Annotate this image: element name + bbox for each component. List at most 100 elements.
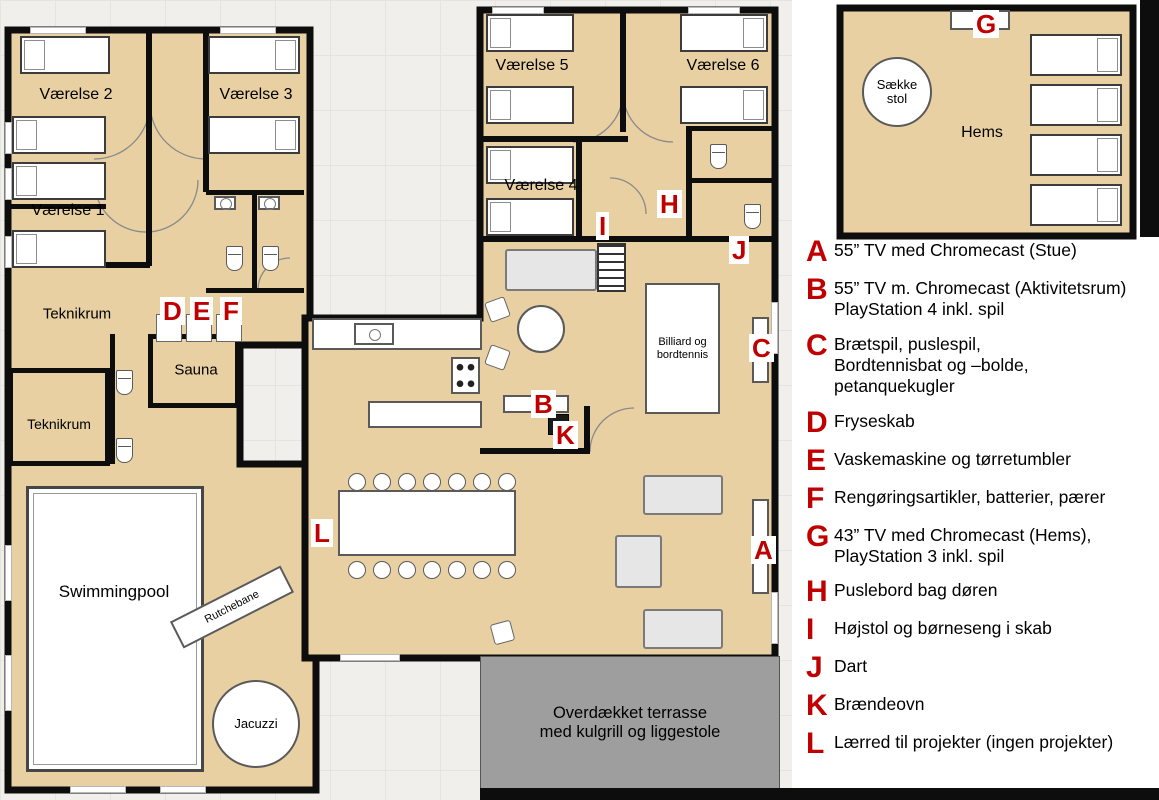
marker-b: B [531,390,556,418]
jacuzzi: Jacuzzi [212,680,300,768]
window [5,655,12,711]
legend-item-d: D Fryseskab [806,405,1159,439]
wall [110,334,115,464]
bed [1030,84,1122,126]
bed [1030,134,1122,176]
room-label: Værelse 1 [31,201,105,219]
legend-text: Dart [834,656,868,677]
sofa [643,609,723,649]
room-label: Teknikrum [27,415,91,432]
window [340,654,400,661]
door-arc [589,407,635,453]
legend-letter: L [806,727,825,761]
window [688,7,740,14]
bed [12,162,106,200]
wall [483,236,773,242]
bed [680,14,768,52]
marker-e: E [190,297,214,325]
legend-letter: A [806,235,828,268]
legend-text: Brætspil, puslespil,Bordtennisbat og –bo… [834,333,1029,397]
kitchen-stove [451,357,480,394]
dining-chair [348,561,366,579]
door-arc [145,179,199,233]
dining-chair [423,473,441,491]
wall [620,10,626,132]
sauna-room [148,334,240,408]
marker-j: J [729,236,750,264]
terrace-line1: Overdækket terrasse [552,704,708,722]
window [5,168,12,200]
wall [146,30,152,266]
dining-chair [398,473,416,491]
legend-text: Puslebord bag døren [834,580,998,601]
dining-chair [373,473,391,491]
bottom-wall-bar [480,788,1159,800]
legend-item-l: L Lærred til projekter (ingen projekter) [806,727,1159,761]
legend-text: Fryseskab [834,410,915,431]
legend-text: Højstol og børneseng i skab [834,618,1052,639]
legend-letter: D [806,405,828,439]
toilet [116,370,133,395]
room-label: Værelse 5 [495,56,569,74]
legend-text: 55” TV m. Chromecast (Aktivitetsrum)Play… [834,278,1127,320]
toilet [116,438,133,463]
bed [680,86,768,124]
bath-sink [214,196,236,210]
legend-letter: F [806,481,825,515]
room-label: Værelse 3 [219,85,293,103]
bed [486,198,574,236]
dining-chair [473,473,491,491]
bed [208,116,300,154]
wall [206,288,304,293]
bed [12,230,106,268]
bed [486,86,574,124]
marker-l: L [311,519,333,547]
legend-letter: C [806,328,828,362]
billiard-table: Billiard og bordtennis [645,283,720,414]
bed [1030,34,1122,76]
window [771,592,778,644]
legend-item-h: H Puslebord bag døren [806,575,1159,609]
window [492,7,544,14]
legend-letter: B [806,273,828,306]
legend-letter: H [806,575,828,609]
teknikrum-2-room [8,368,110,466]
bed [208,36,300,74]
dining-chair [473,561,491,579]
legend-letter: G [806,519,830,553]
bed [1030,184,1122,226]
dining-chair [398,561,416,579]
toilet [262,246,279,271]
bed [486,146,574,184]
window [5,236,12,268]
toilet [710,144,727,169]
wall [480,448,590,454]
bed [486,14,574,52]
right-wall-bar [1140,0,1159,237]
window [70,786,126,793]
kitchen-island [368,401,482,428]
marker-i: I [596,212,610,240]
wall [252,190,257,290]
legend-text: 43” TV med Chromecast (Hems),PlayStation… [834,524,1092,567]
legend-text: Lærred til projekter (ingen projekter) [834,732,1114,753]
saekkestol: Sække stol [862,57,932,127]
room-label: Swimmingpool [58,582,170,602]
bed [12,116,106,154]
kitchen-sink [354,323,394,345]
marker-a: A [751,536,776,564]
dining-chair [373,561,391,579]
room-label: Sauna [174,361,218,379]
marker-g: G [973,10,1000,38]
window [771,302,778,354]
kitchen-counter [312,318,482,350]
